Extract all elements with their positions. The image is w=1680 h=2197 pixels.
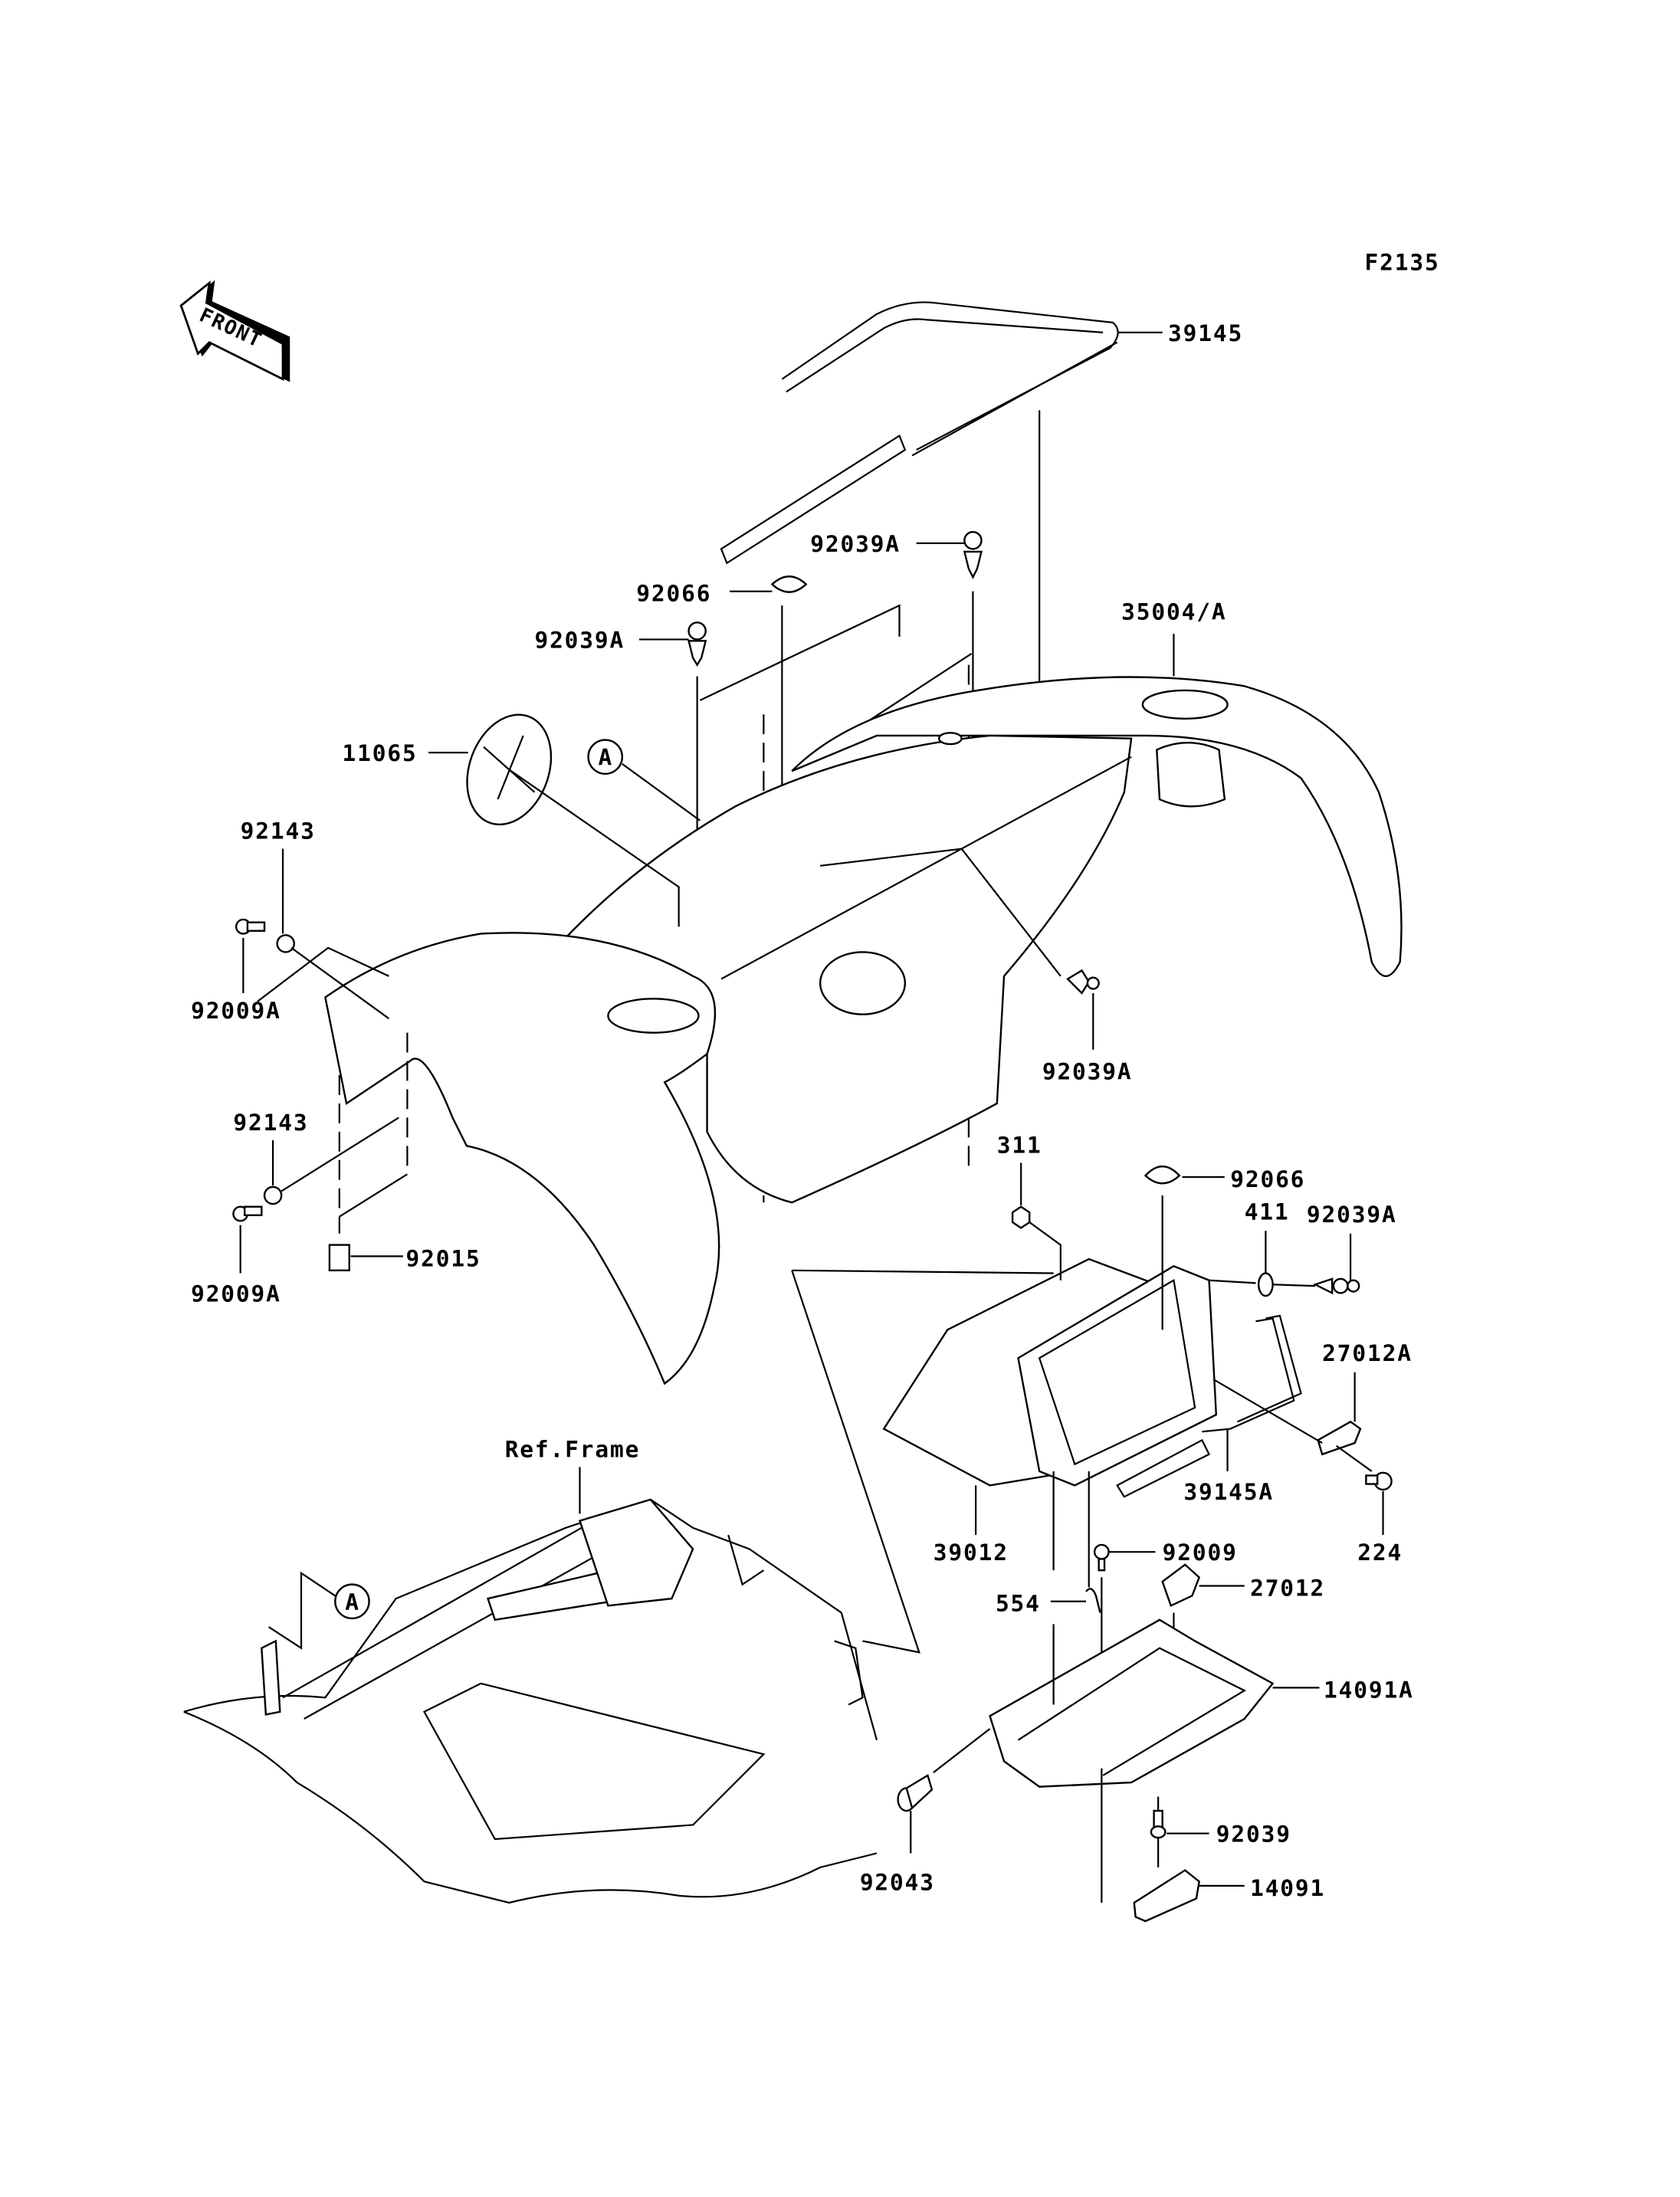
pin-92043: [897, 1774, 934, 1812]
clip-nut-92015: [328, 1244, 350, 1272]
plug-92066-bot: [1144, 1165, 1181, 1185]
label-35004A: 35004/A: [1121, 599, 1226, 625]
seal-strip-39145A: [1116, 1314, 1302, 1498]
label-92039A-mid: 92039A: [534, 628, 625, 654]
label-14091A: 14091A: [1324, 1677, 1414, 1703]
screw-224: [1365, 1471, 1393, 1491]
label-92039A-top: 92039A: [810, 531, 901, 557]
label-411: 411: [1245, 1199, 1290, 1225]
label-92009A-top: 92009A: [191, 998, 281, 1024]
rivet-92039: [1150, 1809, 1166, 1867]
seal-strip-39145: [720, 301, 1119, 565]
label-92039: 92039: [1216, 1822, 1291, 1848]
washer-411: [1257, 1272, 1274, 1297]
label-92143-top: 92143: [241, 818, 316, 844]
latch-27012A: [1317, 1420, 1362, 1456]
plug-92066-top: [770, 575, 808, 593]
label-92043: 92043: [860, 1869, 935, 1895]
clip-92039A-box: [1312, 1277, 1360, 1295]
callout-A-top: A: [587, 739, 624, 776]
label-92009: 92009: [1163, 1540, 1238, 1566]
storage-box-39012: [882, 1258, 1218, 1487]
label-14091: 14091: [1250, 1875, 1325, 1901]
label-92009A-bot: 92009A: [191, 1280, 281, 1307]
clip-92039A-mid: [687, 621, 707, 667]
latch-27012: [1161, 1563, 1201, 1607]
label-92143-bot: 92143: [233, 1110, 308, 1136]
label-92015: 92015: [406, 1245, 481, 1271]
front-arrow-icon: FRONT: [179, 280, 290, 382]
label-224: 224: [1357, 1540, 1403, 1566]
step-14091A: [989, 1618, 1275, 1788]
frame-reference: [183, 1498, 878, 1904]
label-92039A-right: 92039A: [1042, 1059, 1133, 1085]
nut-311: [1011, 1205, 1031, 1229]
left-fender: [324, 932, 720, 1385]
diagram-id: F2135: [1365, 250, 1440, 276]
bolt-92009A-bot: [232, 1205, 263, 1222]
rear-fender-35004A: [791, 676, 1403, 977]
label-39145: 39145: [1168, 320, 1243, 346]
label-39012: 39012: [934, 1540, 1009, 1566]
clip-92039A-right: [1066, 969, 1100, 995]
label-11065: 11065: [343, 740, 418, 766]
clip-92039A-top: [963, 530, 983, 579]
pin-554: [1085, 1588, 1101, 1613]
callout-A-bottom: A: [334, 1583, 370, 1620]
screw-92009: [1093, 1543, 1110, 1572]
label-311: 311: [997, 1133, 1042, 1159]
svg-text:A: A: [598, 745, 613, 771]
bolt-92009A-top: [235, 918, 266, 935]
step-cover-14091: [1133, 1869, 1200, 1923]
label-92039A-box: 92039A: [1307, 1202, 1397, 1228]
label-92066-top: 92066: [636, 581, 711, 607]
label-554: 554: [996, 1591, 1041, 1617]
svg-text:A: A: [345, 1589, 360, 1615]
label-ref-frame: Ref.Frame: [505, 1436, 640, 1462]
label-92066-bot: 92066: [1230, 1166, 1305, 1192]
label-27012A: 27012A: [1322, 1340, 1413, 1366]
washer-92143-top: [276, 934, 295, 953]
front-fender-body: [561, 732, 1133, 1204]
label-39145A: 39145A: [1183, 1479, 1274, 1505]
washer-92143-bot: [263, 1185, 283, 1205]
label-27012: 27012: [1250, 1575, 1325, 1601]
